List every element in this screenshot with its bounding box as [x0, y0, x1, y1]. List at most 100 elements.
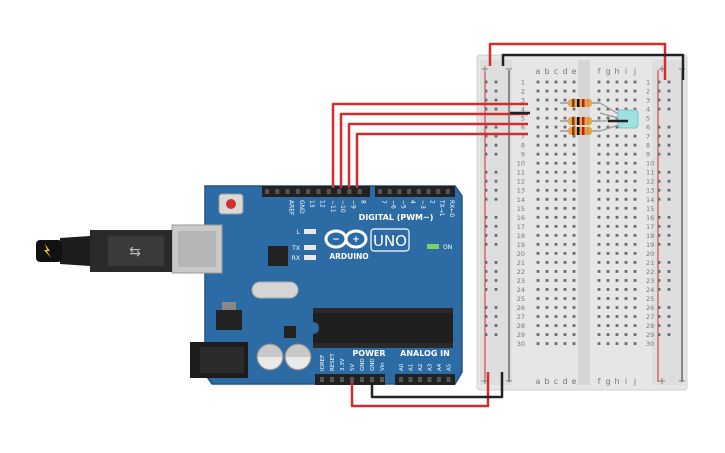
- breadboard-hole[interactable]: [606, 224, 610, 228]
- breadboard-hole[interactable]: [615, 297, 619, 300]
- breadboard-hole[interactable]: [615, 279, 619, 282]
- breadboard-hole[interactable]: [563, 233, 567, 237]
- breadboard-hole[interactable]: [554, 270, 558, 273]
- breadboard-hole[interactable]: [615, 288, 619, 291]
- breadboard-hole[interactable]: [615, 251, 619, 255]
- breadboard-hole[interactable]: [633, 89, 637, 93]
- breadboard-hole[interactable]: [624, 251, 628, 255]
- breadboard-hole[interactable]: [597, 161, 601, 165]
- breadboard-hole[interactable]: [615, 152, 619, 156]
- breadboard-hole[interactable]: [545, 342, 549, 345]
- breadboard-hole[interactable]: [615, 125, 619, 129]
- breadboard-hole[interactable]: [536, 224, 540, 228]
- breadboard-hole[interactable]: [606, 242, 610, 246]
- breadboard-hole[interactable]: [572, 261, 576, 264]
- breadboard-hole[interactable]: [597, 179, 601, 183]
- breadboard-hole[interactable]: [545, 324, 549, 327]
- rail-hole[interactable]: [657, 288, 661, 291]
- breadboard-hole[interactable]: [624, 261, 628, 264]
- breadboard-hole[interactable]: [633, 170, 637, 174]
- breadboard-hole[interactable]: [554, 224, 558, 228]
- breadboard-hole[interactable]: [572, 288, 576, 291]
- breadboard-hole[interactable]: [624, 80, 628, 84]
- breadboard-hole[interactable]: [572, 270, 576, 273]
- breadboard-hole[interactable]: [615, 80, 619, 84]
- breadboard-hole[interactable]: [597, 152, 601, 156]
- rail-hole[interactable]: [657, 107, 661, 111]
- rail-hole[interactable]: [494, 306, 498, 309]
- breadboard-hole[interactable]: [536, 306, 540, 309]
- rail-hole[interactable]: [484, 134, 488, 138]
- breadboard-hole[interactable]: [536, 206, 540, 210]
- breadboard-hole[interactable]: [545, 116, 549, 120]
- breadboard-hole[interactable]: [624, 342, 628, 345]
- rail-hole[interactable]: [667, 233, 671, 237]
- breadboard-hole[interactable]: [536, 197, 540, 201]
- breadboard-hole[interactable]: [633, 107, 637, 111]
- breadboard-hole[interactable]: [633, 161, 637, 165]
- breadboard-hole[interactable]: [597, 125, 601, 129]
- breadboard-hole[interactable]: [572, 107, 576, 111]
- breadboard-hole[interactable]: [545, 170, 549, 174]
- rail-hole[interactable]: [484, 279, 488, 282]
- header-pin[interactable]: [445, 189, 450, 194]
- breadboard-hole[interactable]: [633, 306, 637, 309]
- breadboard-hole[interactable]: [554, 98, 558, 102]
- rail-hole[interactable]: [657, 315, 661, 318]
- rail-hole[interactable]: [494, 324, 498, 327]
- wire-rail-red-top[interactable]: [488, 42, 667, 80]
- rail-hole[interactable]: [494, 224, 498, 228]
- breadboard-hole[interactable]: [572, 197, 576, 201]
- breadboard-hole[interactable]: [572, 179, 576, 183]
- rail-hole[interactable]: [667, 242, 671, 246]
- breadboard-hole[interactable]: [536, 134, 540, 138]
- rail-hole[interactable]: [494, 152, 498, 156]
- header-pin[interactable]: [407, 189, 412, 194]
- rail-hole[interactable]: [657, 215, 661, 219]
- breadboard-hole[interactable]: [624, 161, 628, 165]
- breadboard-hole[interactable]: [554, 80, 558, 84]
- breadboard-hole[interactable]: [606, 288, 610, 291]
- rail-hole[interactable]: [667, 270, 671, 273]
- rail-hole[interactable]: [484, 333, 488, 336]
- breadboard-hole[interactable]: [624, 197, 628, 201]
- rail-hole[interactable]: [484, 125, 488, 129]
- rail-hole[interactable]: [667, 125, 671, 129]
- rail-hole[interactable]: [657, 242, 661, 246]
- rail-hole[interactable]: [484, 80, 488, 84]
- header-pin[interactable]: [285, 189, 290, 194]
- breadboard-hole[interactable]: [597, 197, 601, 201]
- breadboard-hole[interactable]: [545, 306, 549, 309]
- rail-hole[interactable]: [657, 324, 661, 327]
- reset-button[interactable]: [218, 193, 244, 215]
- rail-hole[interactable]: [667, 324, 671, 327]
- breadboard-hole[interactable]: [606, 125, 610, 129]
- wire-gnd[interactable]: [370, 372, 504, 399]
- breadboard-hole[interactable]: [563, 125, 567, 129]
- breadboard-hole[interactable]: [606, 170, 610, 174]
- breadboard-hole[interactable]: [624, 98, 628, 102]
- breadboard-hole[interactable]: [536, 170, 540, 174]
- breadboard-hole[interactable]: [633, 288, 637, 291]
- breadboard-hole[interactable]: [554, 107, 558, 111]
- breadboard-hole[interactable]: [563, 143, 567, 147]
- header-pin[interactable]: [380, 377, 384, 382]
- rail-hole[interactable]: [484, 170, 488, 174]
- breadboard-hole[interactable]: [554, 251, 558, 255]
- breadboard-hole[interactable]: [597, 89, 601, 93]
- breadboard-hole[interactable]: [563, 288, 567, 291]
- rail-hole[interactable]: [657, 270, 661, 273]
- breadboard-hole[interactable]: [554, 89, 558, 93]
- rail-hole[interactable]: [484, 152, 488, 156]
- breadboard-hole[interactable]: [606, 279, 610, 282]
- breadboard-hole[interactable]: [597, 107, 601, 111]
- breadboard-hole[interactable]: [633, 206, 637, 210]
- breadboard-hole[interactable]: [597, 224, 601, 228]
- rail-hole[interactable]: [484, 270, 488, 273]
- breadboard-hole[interactable]: [615, 188, 619, 192]
- breadboard-hole[interactable]: [536, 315, 540, 318]
- rail-hole[interactable]: [667, 179, 671, 183]
- rail-hole[interactable]: [657, 224, 661, 228]
